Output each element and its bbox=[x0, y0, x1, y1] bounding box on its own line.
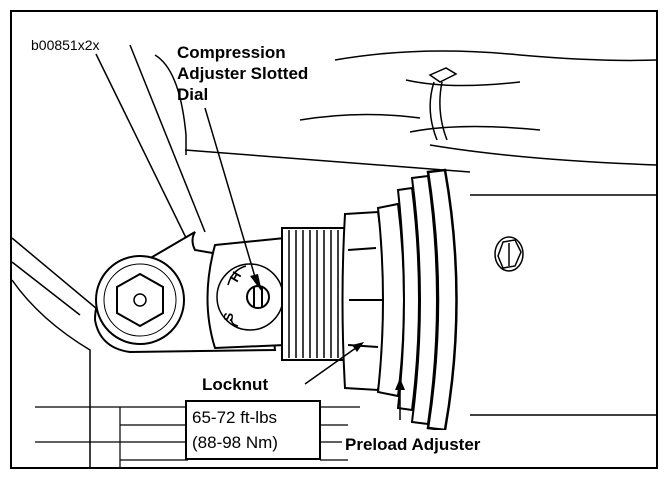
compression-dial bbox=[206, 236, 286, 350]
figure-code: b00851x2x bbox=[31, 37, 100, 53]
lower-structure-lines bbox=[35, 406, 360, 468]
preload-adjuster bbox=[376, 168, 458, 432]
torque-nm: (88-98 Nm) bbox=[192, 433, 278, 452]
compression-label-line2: Adjuster Slotted bbox=[177, 64, 308, 83]
preload-adjuster-label: Preload Adjuster bbox=[345, 435, 481, 454]
hose-clamp bbox=[405, 67, 541, 141]
dial-soft-mark: S bbox=[220, 311, 236, 322]
compression-label-line1: Compression bbox=[177, 43, 286, 62]
plug-fitting bbox=[494, 236, 524, 272]
torque-box bbox=[185, 400, 321, 460]
torque-ft-lbs: 65-72 ft-lbs bbox=[192, 408, 277, 427]
threaded-body bbox=[281, 227, 351, 361]
locknut bbox=[341, 210, 386, 392]
compression-label-line3: Dial bbox=[177, 85, 208, 104]
frame-body-outline bbox=[11, 44, 658, 468]
mounting-bolt bbox=[95, 255, 185, 345]
leader-arrowheads bbox=[250, 274, 405, 390]
locknut-label: Locknut bbox=[202, 375, 268, 394]
